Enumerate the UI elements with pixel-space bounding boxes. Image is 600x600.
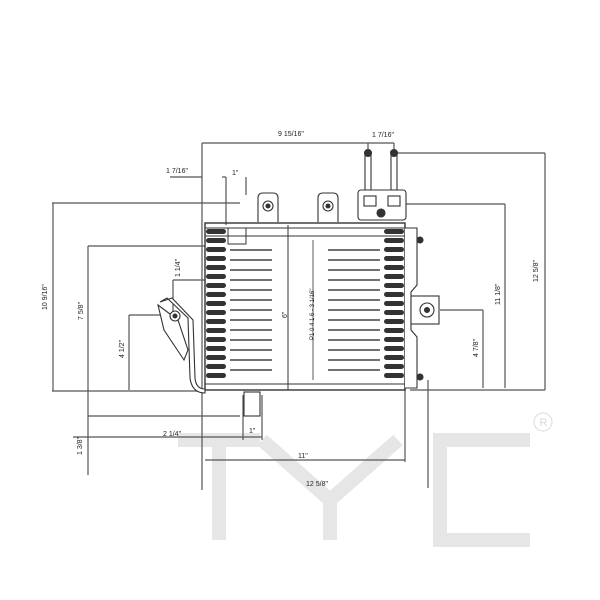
dim-bracket-height-right: 4 7/8" (473, 338, 480, 357)
dim-foot-height: 2 1/4" (163, 431, 182, 438)
top-mounting-brackets (257, 192, 339, 222)
right-side-bracket (405, 227, 440, 389)
dim-overall-height-left: 10 9/16" (42, 284, 49, 310)
dim-tab-width: 1" (232, 170, 239, 177)
left-fin-coils (206, 229, 226, 378)
dimension-lines (52, 142, 546, 490)
dim-overall-height-right: 12 5/8" (533, 260, 540, 282)
dim-core-width: 11" (298, 453, 308, 460)
dim-fitting-spacing: 1 7/16" (372, 132, 394, 139)
bottom-mounting-foot (243, 391, 261, 417)
dim-bracket-offset: 1 1/4" (175, 258, 182, 277)
dim-foot-width: 1" (249, 428, 256, 435)
dim-top-overall-width: 9 15/16" (278, 131, 304, 138)
dim-bracket-height-left: 4 1/2" (119, 339, 126, 358)
registered-mark-icon (533, 412, 553, 432)
dim-overall-width-bottom: 12 5/8" (306, 481, 328, 488)
cooler-core (204, 222, 406, 391)
inlet-outlet-fittings (357, 148, 407, 221)
left-side-bracket (157, 297, 206, 394)
tyc-watermark: R (178, 412, 553, 547)
dim-core-height-right: 11 1/8" (495, 283, 502, 305)
dim-left-offset-top: 1 7/16" (166, 168, 188, 175)
dim-bottom-offset-left: 1 3/8" (77, 436, 84, 455)
dim-core-height-left: 7 5/8" (78, 301, 85, 320)
dim-center-label: 6" (282, 311, 289, 318)
right-fin-coils (384, 229, 404, 378)
svg-text:R: R (540, 417, 548, 429)
